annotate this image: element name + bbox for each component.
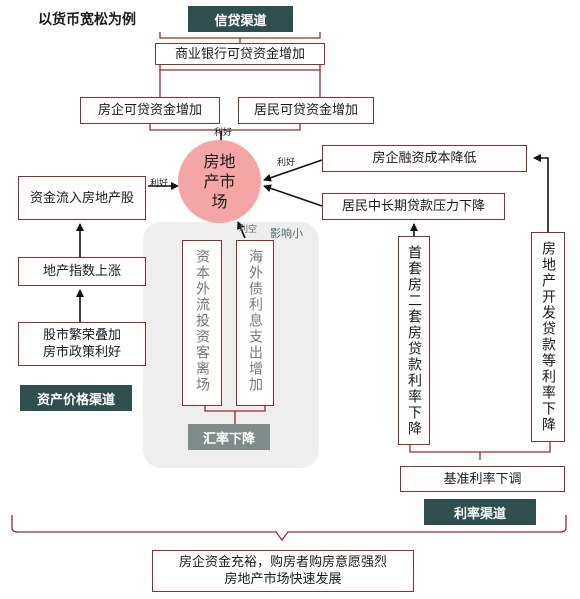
conclusion-box: 房企资金充裕，购房者购房意愿强烈 房地产市场快速发展 xyxy=(152,550,414,592)
financing-cost-box: 房企融资成本降低 xyxy=(322,145,527,172)
good-label-top: 利好 xyxy=(214,128,233,138)
exchange-rate-tag: 汇率下降 xyxy=(188,424,270,450)
index-up-box: 地产指数上涨 xyxy=(18,257,146,286)
interest-rate-channel-tag: 利率渠道 xyxy=(424,499,536,525)
first-second-rate-text: 首套房二套房贷款利率下降 xyxy=(406,245,422,437)
capital-outflow-box: 资本外流投资客离场 xyxy=(182,240,222,406)
mortgage-pressure-box: 居民中长期贷款压力下降 xyxy=(322,193,505,220)
center-label: 房地产市场 xyxy=(203,151,236,211)
good-label-left: 利好 xyxy=(150,179,169,189)
developer-credit-box: 房企可贷资金增加 xyxy=(80,97,220,124)
capital-inflow-box: 资金流入房地产股 xyxy=(18,176,146,220)
good-label-right: 利好 xyxy=(277,158,296,168)
first-second-rate-box: 首套房二套房贷款利率下降 xyxy=(398,236,430,445)
foreign-debt-box: 海外债利息支出增加 xyxy=(236,240,274,406)
diagram-title: 以货币宽松为例 xyxy=(38,12,136,28)
bank-credit-box: 商业银行可贷资金增加 xyxy=(155,43,325,65)
benchmark-rate-box: 基准利率下调 xyxy=(400,466,565,492)
impact-small-label: 影响小 xyxy=(270,227,303,240)
conclusion-line-2: 房地产市场快速发展 xyxy=(224,572,342,587)
bad-label: 利空 xyxy=(239,225,258,235)
development-rate-text: 房地产开发贷款等利率下降 xyxy=(540,241,556,433)
credit-channel-tag: 信贷渠道 xyxy=(188,6,293,32)
conclusion-line-1: 房企资金充裕，购房者购房意愿强烈 xyxy=(178,555,387,570)
foreign-debt-text: 海外债利息支出增加 xyxy=(247,249,263,393)
real-estate-market-circle: 房地产市场 xyxy=(178,140,261,223)
development-rate-box: 房地产开发贷款等利率下降 xyxy=(531,232,565,442)
stock-policy-box: 股市繁荣叠加房市政策利好 xyxy=(18,322,146,366)
resident-credit-box: 居民可贷资金增加 xyxy=(238,97,374,124)
capital-outflow-text: 资本外流投资客离场 xyxy=(194,249,210,393)
asset-price-channel-tag: 资产价格渠道 xyxy=(20,385,132,411)
